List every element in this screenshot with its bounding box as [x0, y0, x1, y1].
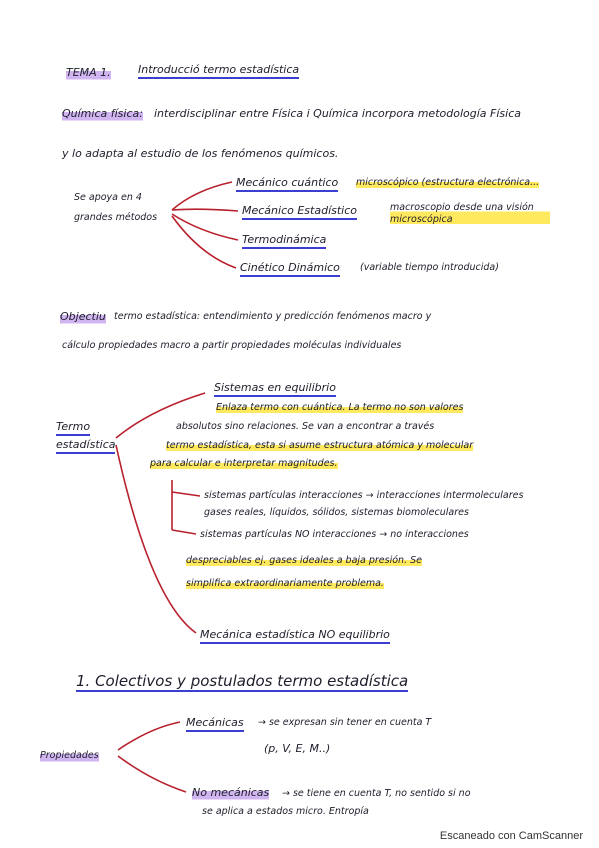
method-cinetico-dinamico-note: (variable tiempo introducida) [360, 262, 499, 273]
connector-termodinamica [171, 213, 239, 241]
connector-no-equilibrio [115, 444, 197, 634]
objective-term: Objectiu [60, 310, 106, 324]
connector-interacciones [171, 491, 201, 497]
intro-line-1: interdisciplinar entre Física i Química … [154, 107, 521, 120]
sub-item-2-line-3: simplifica extraordinariamente problema. [186, 578, 384, 590]
method-cinetico-dinamico: Cinético Dinámico [240, 261, 340, 277]
connector-cinetico [171, 215, 237, 269]
equilibrio-line-1: Enlaza termo con cuántica. La termo no s… [216, 402, 464, 414]
intro-line-2: y lo adapta al estudio de los fenómenos … [62, 147, 339, 160]
sub-item-2-line-2: despreciables ej. gases ideales a baja p… [186, 555, 422, 567]
connector-mecanico-estadistico [171, 208, 239, 212]
propiedades-label: Propiedades [40, 750, 99, 762]
connector-equilibrio [115, 392, 206, 439]
connector-no-mecanicas [117, 755, 187, 793]
equilibrio-line-2: absolutos sino relaciones. Se van a enco… [176, 421, 435, 432]
page-title: Introducció termo estadística [138, 63, 300, 79]
mecanicas-term: Mecánicas [186, 716, 244, 732]
no-equilibrio-title: Mecánica estadística NO equilibrio [200, 628, 390, 644]
connector-no-interacciones [171, 529, 197, 535]
method-mecanico-cuantico: Mecánico cuántico [236, 176, 339, 192]
scanner-watermark: Escaneado con CamScanner [439, 830, 583, 842]
connector-mecanicas [117, 721, 181, 751]
method-termodinamica: Termodinámica [242, 233, 327, 249]
termo-label-2: estadística [56, 438, 116, 454]
no-mecanicas-line-2: se aplica a estados micro. Entropía [202, 806, 369, 817]
sub-item-1-line-2: gases reales, líquidos, sólidos, sistema… [204, 507, 469, 518]
tema-label: TEMA 1. [66, 66, 111, 80]
equilibrio-line-3: termo estadística, esta si asume estruct… [166, 440, 474, 452]
equilibrio-title: Sistemas en equilibrio [214, 381, 336, 397]
connector-mecanico-cuantico [171, 181, 233, 211]
objective-line-1: termo estadística: entendimiento y predi… [114, 311, 432, 322]
equilibrio-line-4: para calcular e interpretar magnitudes. [150, 458, 338, 470]
no-mecanicas-line-1: → se tiene en cuenta T, no sentido si no [282, 788, 471, 799]
section-1-title: 1. Colectivos y postulados termo estadís… [76, 672, 409, 692]
mecanicas-line-2: (p, V, E, M..) [264, 742, 331, 755]
methods-label-2: grandes métodos [74, 212, 158, 223]
methods-label-1: Se apoya en 4 [74, 192, 142, 203]
sub-item-1-line-1: sistemas partículas interacciones → inte… [204, 490, 524, 501]
no-mecanicas-term: No mecánicas [192, 786, 270, 800]
sub-item-2-line-1: sistemas partículas NO interacciones → n… [200, 529, 469, 540]
intro-term: Química física: [62, 107, 143, 121]
objective-line-2: cálculo propiedades macro a partir propi… [62, 340, 402, 351]
method-mecanico-estadistico: Mecánico Estadístico [242, 204, 358, 220]
method-mecanico-cuantico-note: microscópico (estructura electrónica... [356, 177, 540, 189]
method-mecanico-estadistico-note: macroscopio desde una visión microscópic… [390, 202, 550, 226]
mecanicas-line-1: → se expresan sin tener en cuenta T [258, 717, 432, 728]
termo-label-1: Termo [56, 420, 91, 436]
